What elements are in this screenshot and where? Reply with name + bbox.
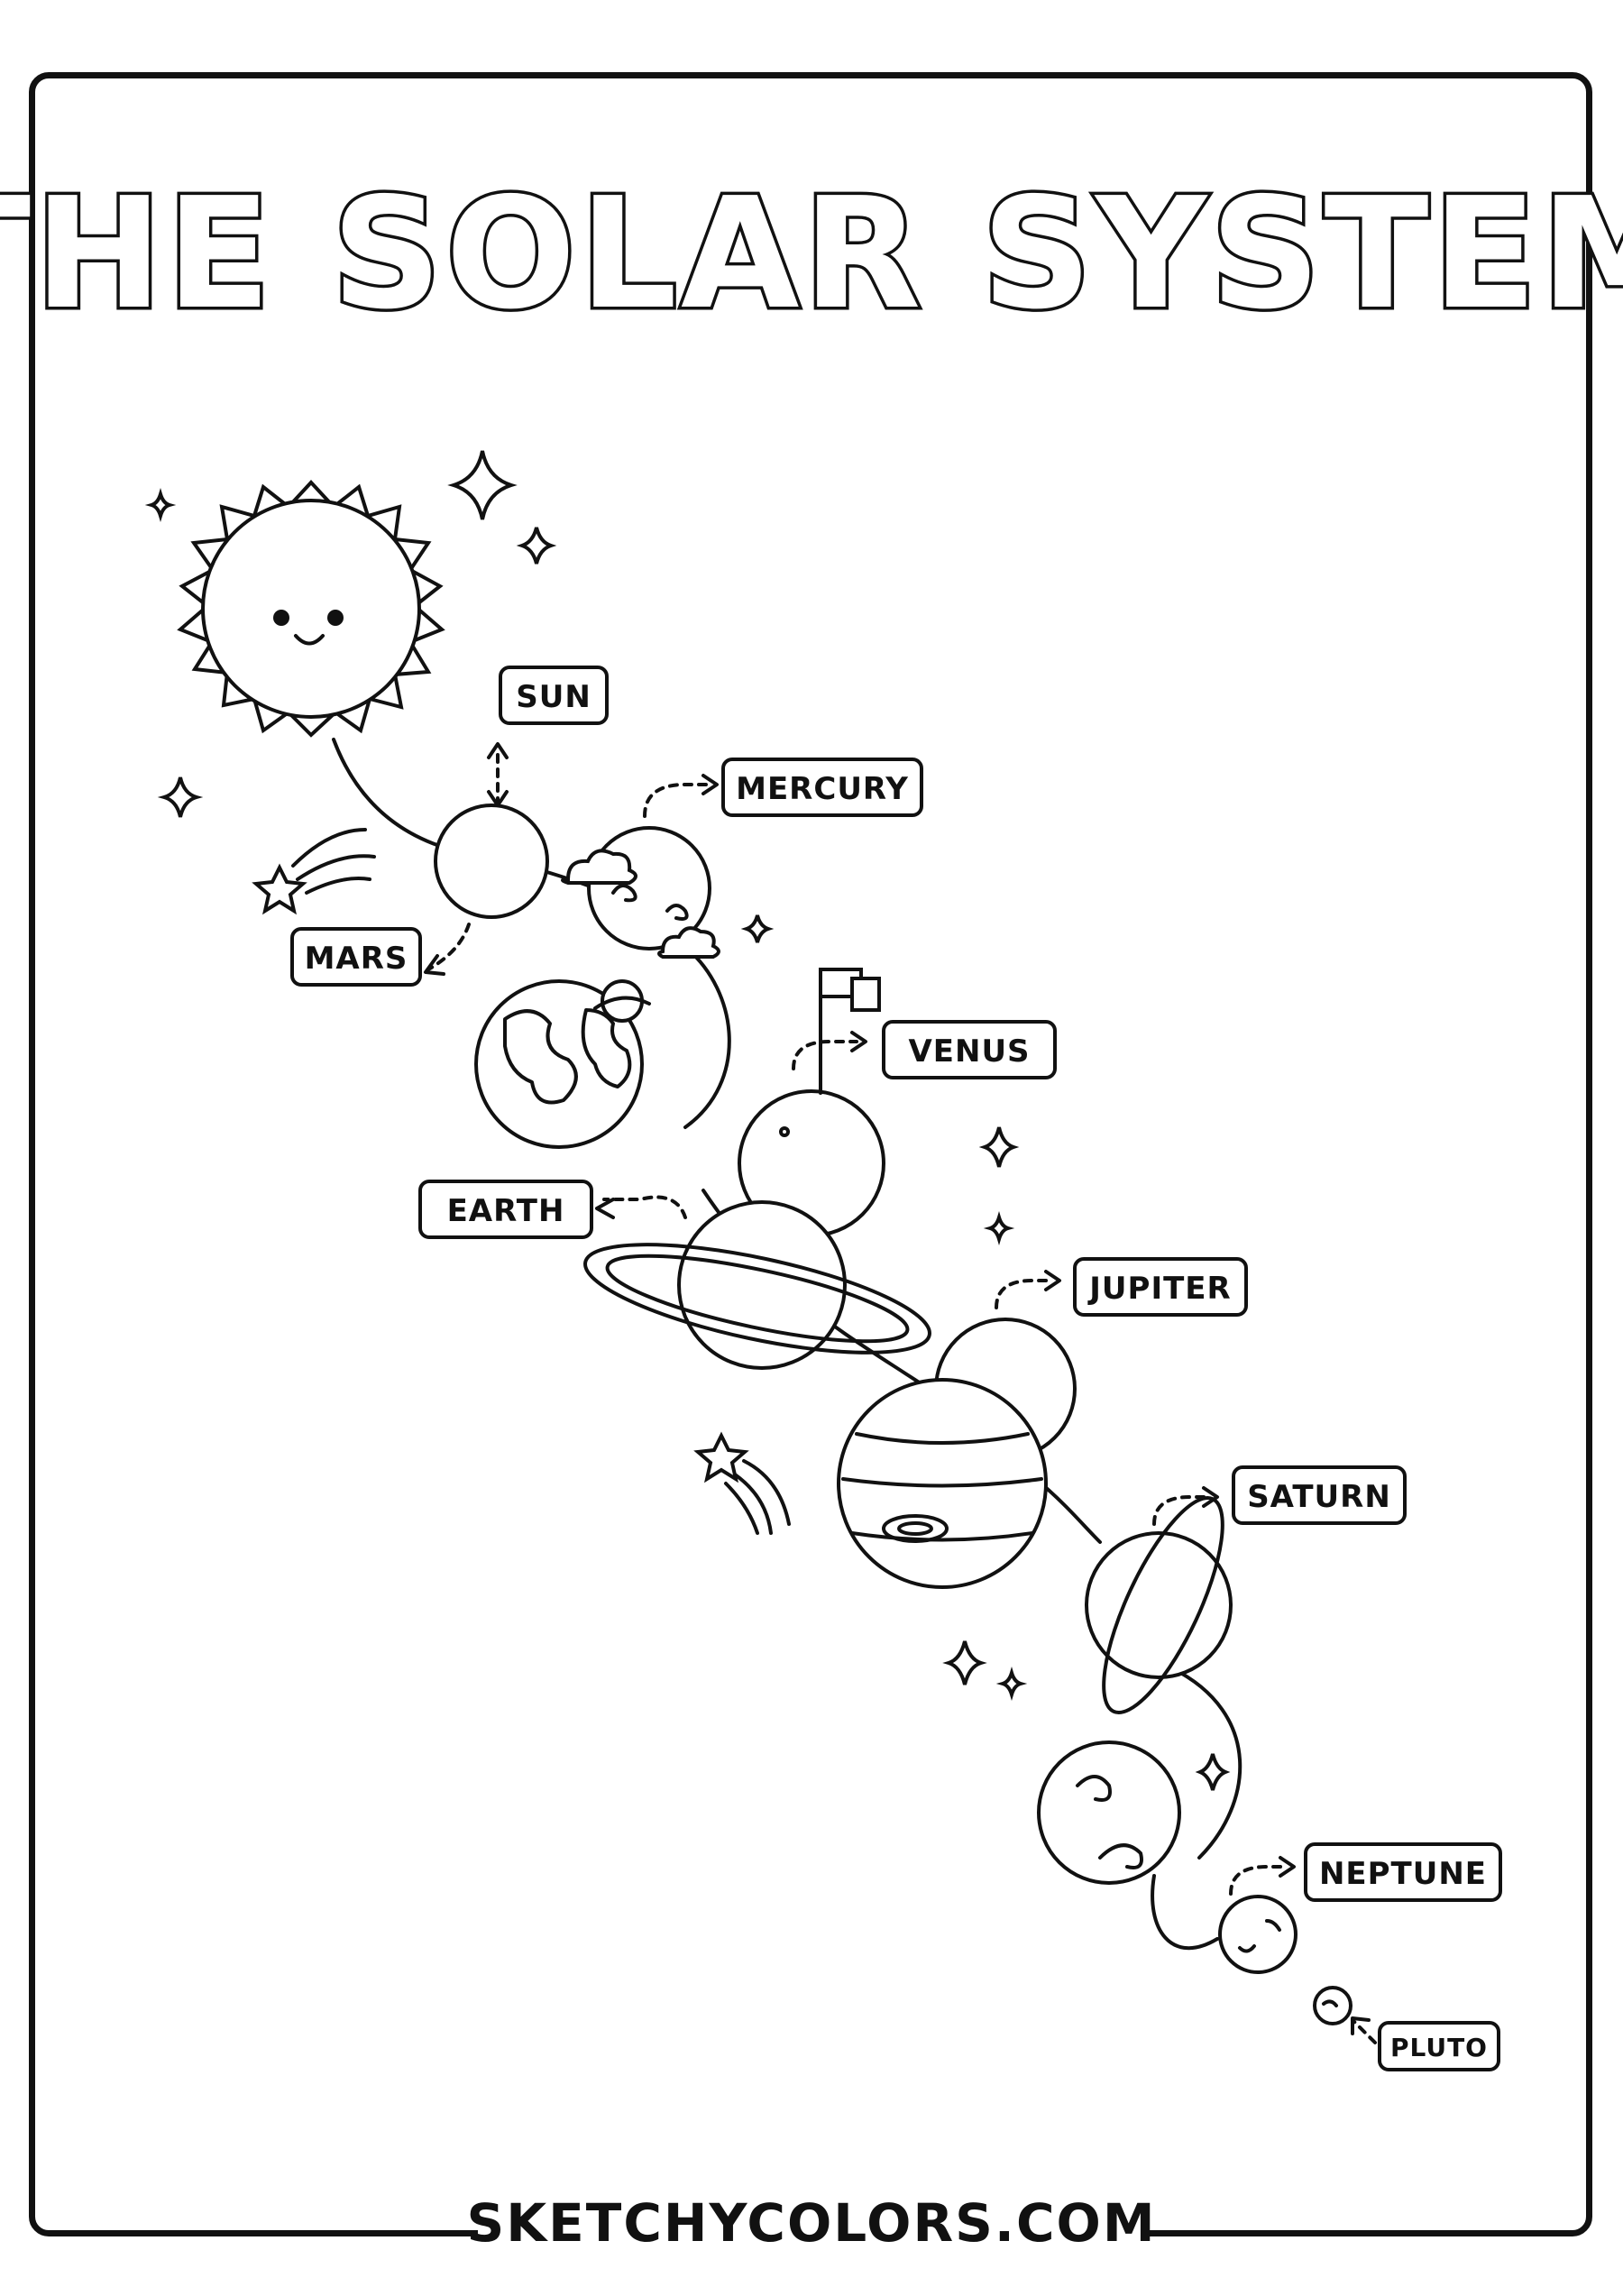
svg-text:VENUS: VENUS — [908, 1033, 1030, 1070]
mercury-planet-icon — [561, 826, 720, 959]
label-mars: MARS — [290, 927, 422, 987]
svg-text:THE SOLAR SYSTEM: THE SOLAR SYSTEM — [0, 165, 1623, 344]
neptune-planet-icon — [1218, 1895, 1297, 1974]
svg-text:SATURN: SATURN — [1247, 1479, 1391, 1515]
svg-text:SUN: SUN — [516, 679, 591, 715]
label-mercury: MERCURY — [721, 758, 923, 817]
swirl-planet-icon — [1037, 1740, 1181, 1885]
label-sun: SUN — [499, 666, 609, 725]
earth-planet-icon — [474, 979, 651, 1149]
svg-text:JUPITER: JUPITER — [1087, 1271, 1231, 1307]
cloud-icon — [657, 926, 720, 959]
sun-icon — [177, 480, 445, 738]
jupiter-planet-icon — [837, 1378, 1048, 1589]
footer-site-name: SKETCHYCOLORS.COM — [466, 2192, 1157, 2254]
mars-planet-icon — [434, 804, 549, 919]
page-title: THE SOLAR SYSTEM — [0, 162, 1623, 347]
pluto-planet-icon — [1313, 1986, 1352, 2025]
star-sparkle-icon — [144, 450, 1231, 1791]
saturn-planet-icon — [1085, 1495, 1233, 1715]
svg-text:NEPTUNE: NEPTUNE — [1319, 1856, 1487, 1892]
svg-text:MARS: MARS — [305, 941, 408, 977]
label-venus: VENUS — [882, 1020, 1057, 1079]
footer: SKETCHYCOLORS.COM — [466, 2173, 1155, 2273]
cloud-icon — [561, 849, 637, 885]
arrow-icon — [424, 742, 1377, 2044]
label-saturn: SATURN — [1232, 1465, 1407, 1525]
ringed-planet-icon — [583, 1200, 931, 1370]
venus-planet-icon — [738, 968, 885, 1237]
svg-text:PLUTO: PLUTO — [1390, 2033, 1488, 2062]
label-neptune: NEPTUNE — [1304, 1842, 1502, 1902]
svg-text:EARTH: EARTH — [447, 1193, 565, 1229]
label-pluto: PLUTO — [1378, 2021, 1500, 2071]
svg-text:MERCURY: MERCURY — [736, 771, 909, 807]
label-jupiter: JUPITER — [1073, 1257, 1248, 1317]
label-earth: EARTH — [418, 1180, 593, 1239]
shooting-star-icon — [252, 828, 791, 1535]
